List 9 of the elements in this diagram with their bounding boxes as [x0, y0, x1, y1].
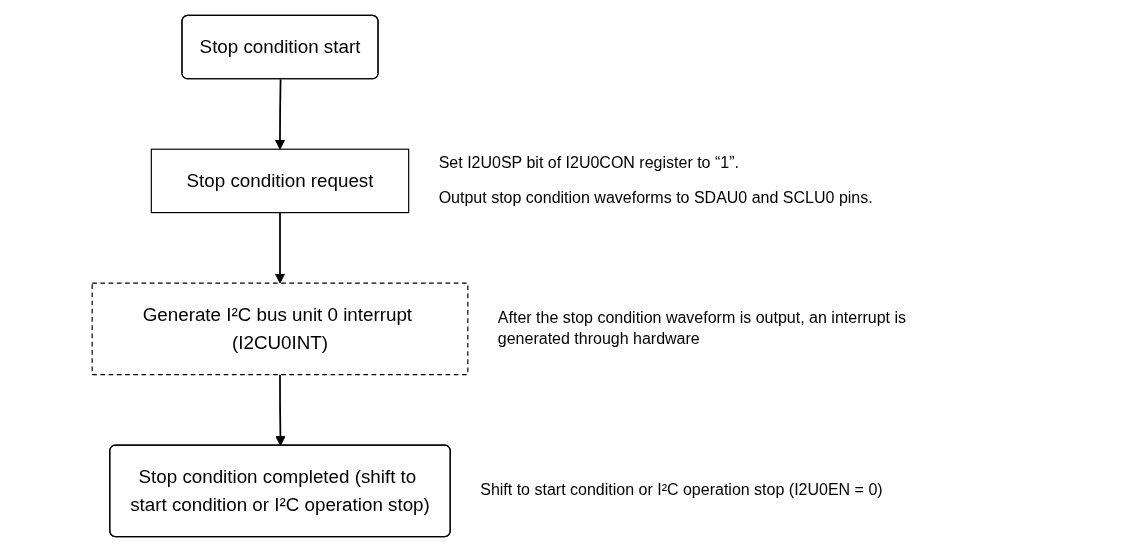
annotation-text: Output stop condition waveforms to SDAU0 and SCLU0 pins.: [438, 187, 874, 208]
arrow: [274, 78, 286, 150]
arrow: [275, 373, 286, 447]
arrow: [274, 211, 286, 284]
annotation-text: Shift to start condition or I²C operation stop (I2U0EN = 0): [480, 480, 884, 501]
annotation-text: After the stop condition waveform is output, an interrupt is generated through hardware: [497, 308, 908, 349]
node-box: Stop condition request: [150, 148, 410, 214]
annotation-text: Set I2U0SP bit of I2U0CON register to “1”.: [438, 153, 740, 174]
node-box: Generate I²C bus unit 0 interrupt (I2CU0INT): [91, 282, 469, 376]
